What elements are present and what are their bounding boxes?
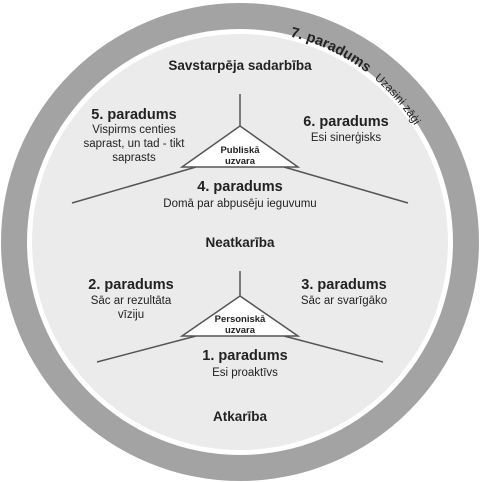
private-victory-triangle [179,295,301,337]
private-victory-line1: Personiskā [215,314,266,325]
section-independence: Neatkarība [205,235,275,250]
habit-4-text-1: Domā par abpusēju ieguvumu [163,198,316,210]
habit-1-title: 1. paradums [202,348,287,364]
habit-2-text-2: vīziju [118,309,144,321]
habit-6-text-1: Esi sinerģisks [311,131,382,144]
habit-5-text-2: saprast, un tad - tikt [84,138,186,150]
habit-3-title: 3. paradums [301,277,386,293]
upper-lines [71,94,409,204]
habit-4-title: 4. paradums [197,179,282,195]
habit-5-text-1: Vispirms centies [92,124,176,136]
public-victory-triangle [179,125,301,168]
habit-2-text-1: Sāc ar rezultāta [91,295,172,307]
private-victory-line2: uzvara [225,325,256,336]
section-interdependence: Savstarpēja sadarbība [168,58,312,73]
habit-5-text-3: saprasts [112,152,156,164]
section-dependence: Atkarība [213,409,268,424]
public-victory-line1: Publiskā [220,145,260,156]
habit-5-title: 5. paradums [91,107,176,123]
public-victory-line2: uzvara [225,156,256,167]
habit-6-title: 6. paradums [303,114,388,130]
habit-2-title: 2. paradums [88,277,173,293]
inner-circle [32,34,448,450]
habit-3-text-1: Sāc ar svarīgāko [301,295,387,307]
habit-1-text-1: Esi proaktīvs [212,367,278,379]
